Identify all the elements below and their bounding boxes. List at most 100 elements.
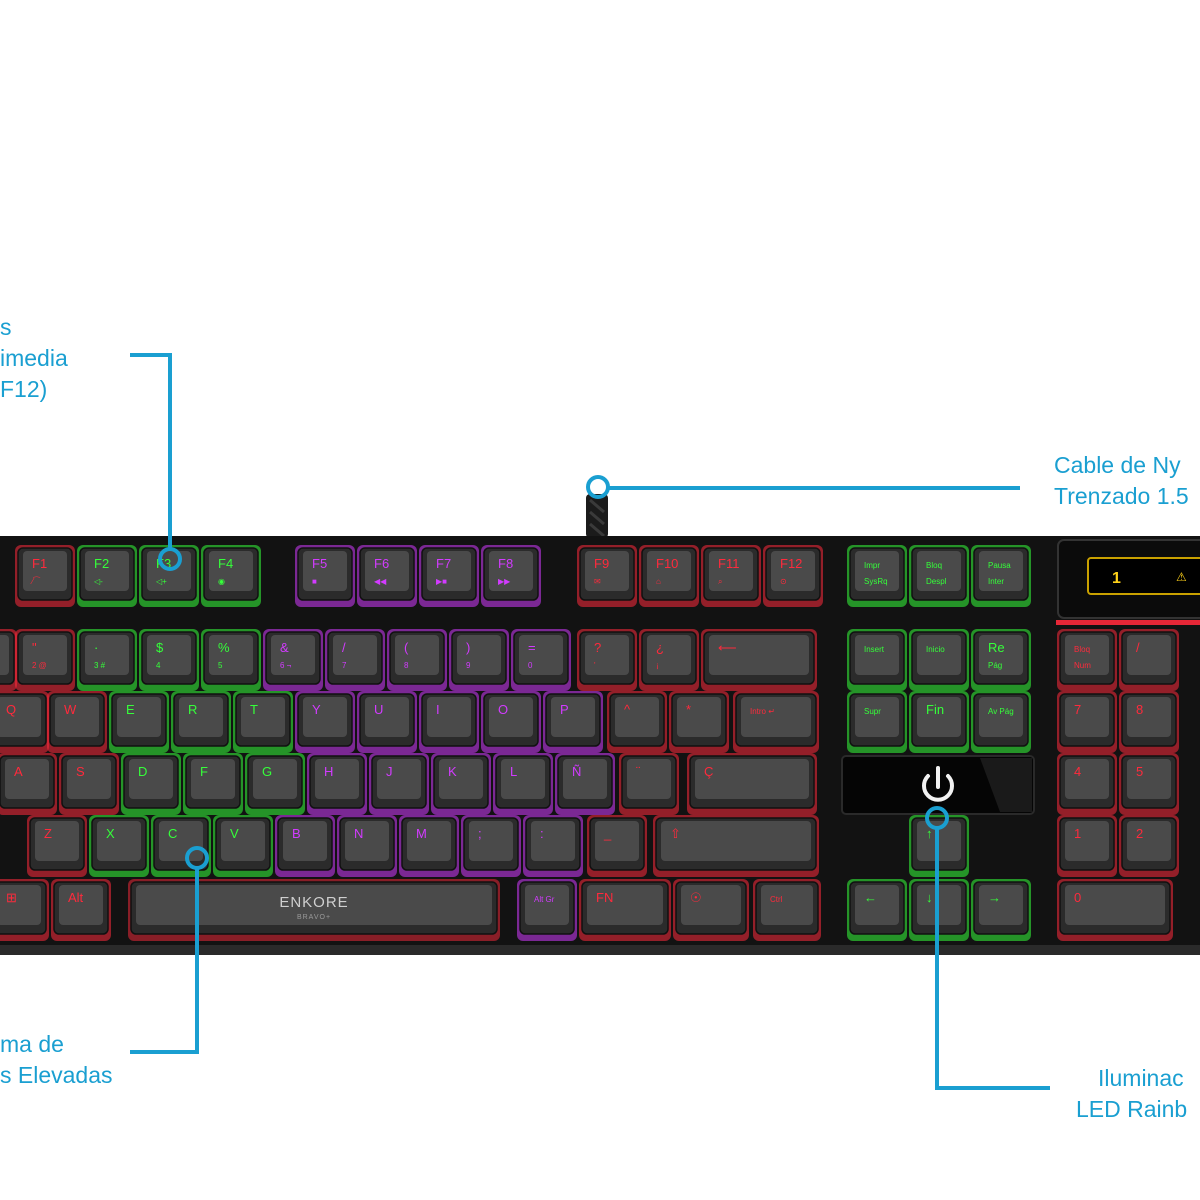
key--[interactable]: ^ [607,691,667,753]
key-f[interactable]: F [183,753,243,815]
key-alt-gr[interactable]: Alt Gr [517,879,577,941]
key--[interactable]: ⇧ [653,815,819,877]
key-0[interactable]: 0 [1057,879,1173,941]
key-h[interactable]: H [307,753,367,815]
key--[interactable]: ?' [577,629,637,691]
key-legend: D [138,764,147,779]
key-e[interactable]: E [109,691,169,753]
key-f4[interactable]: F4◉ [201,545,261,607]
key-ñ[interactable]: Ñ [555,753,615,815]
key-av-p-g[interactable]: Av Pág [971,691,1031,753]
key-f9[interactable]: F9✉ [577,545,637,607]
key-4[interactable]: 4 [1057,753,1117,815]
key--[interactable]: Ç [687,753,817,815]
key-y[interactable]: Y [295,691,355,753]
key-5[interactable]: 5 [1119,753,1179,815]
key-q[interactable]: Q [0,691,49,753]
key-o[interactable]: O [481,691,541,753]
key-intro-[interactable]: Intro ↵ [733,691,819,753]
key--[interactable]: → [971,879,1031,941]
key-spacebar[interactable] [128,879,500,941]
power-icon[interactable] [922,766,954,802]
key-j[interactable]: J [369,753,429,815]
key-p[interactable]: P [543,691,603,753]
key--[interactable]: (8 [387,629,447,691]
key-1[interactable]: 1 [1057,815,1117,877]
key-2[interactable]: 2 [1119,815,1179,877]
key-a[interactable]: A [0,753,57,815]
key-legend: FN [596,890,613,905]
key-f5[interactable]: F5■ [295,545,355,607]
key-sublegend: ¡ [656,661,659,670]
brand-logo: ENKORE [279,894,348,911]
key-alt[interactable]: Alt [51,879,111,941]
key-insert[interactable]: Insert [847,629,907,691]
key-legend: F8 [498,556,513,571]
key--[interactable]: ¨ [619,753,679,815]
key-l[interactable]: L [493,753,553,815]
key-i[interactable]: I [419,691,479,753]
key--[interactable]: _ [587,815,647,877]
key--[interactable]: "2 @ [15,629,75,691]
key-legend: C [168,826,177,841]
key--[interactable]: &6 ¬ [263,629,323,691]
key-k[interactable]: K [431,753,491,815]
key-f11[interactable]: F11⌕ [701,545,761,607]
key-b[interactable]: B [275,815,335,877]
key-legend: 4 [1074,764,1081,779]
key-w[interactable]: W [47,691,107,753]
key-f7[interactable]: F7▶■ [419,545,479,607]
key-legend: F10 [656,556,678,571]
key--[interactable]: ← [847,879,907,941]
key-f1[interactable]: F1⁄⁀ [15,545,75,607]
key-v[interactable]: V [213,815,273,877]
key-legend: Re [988,640,1005,655]
callout-led-line1: Iluminac [1098,1065,1184,1091]
key--[interactable]: ·3 # [77,629,137,691]
key-r[interactable]: R [171,691,231,753]
key-x[interactable]: X [89,815,149,877]
key--[interactable]: ⟵ [701,629,817,691]
key--[interactable]: ¿¡ [639,629,699,691]
key-ctrl[interactable]: Ctrl [753,879,821,941]
key--[interactable]: )9 [449,629,509,691]
key-g[interactable]: G [245,753,305,815]
key-f12[interactable]: F12⊙ [763,545,823,607]
key--[interactable]: : [523,815,583,877]
key-8[interactable]: 8 [1119,691,1179,753]
key--[interactable]: ☉ [673,879,749,941]
key--[interactable]: / [1119,629,1179,691]
key--[interactable]: * [669,691,729,753]
key-t[interactable]: T [233,691,293,753]
key-fn[interactable]: FN [579,879,671,941]
key-inicio[interactable]: Inicio [909,629,969,691]
key-n[interactable]: N [337,815,397,877]
key-supr[interactable]: Supr [847,691,907,753]
key-f10[interactable]: F10⌂ [639,545,699,607]
key-z[interactable]: Z [27,815,87,877]
key-u[interactable]: U [357,691,417,753]
key-legend: G [262,764,272,779]
key--[interactable]: !1 | [0,629,17,691]
key--[interactable]: $4 [139,629,199,691]
key-f2[interactable]: F2◁- [77,545,137,607]
key-f6[interactable]: F6◀◀ [357,545,417,607]
key-s[interactable]: S [59,753,119,815]
key--[interactable]: ⊞ [0,879,49,941]
key-d[interactable]: D [121,753,181,815]
key--[interactable]: =0 [511,629,571,691]
key-7[interactable]: 7 [1057,691,1117,753]
callout-multimedia-line3: F12) [0,376,48,402]
key-fin[interactable]: Fin [909,691,969,753]
key-m[interactable]: M [399,815,459,877]
key-f8[interactable]: F8▶▶ [481,545,541,607]
key-legend: 1 [1074,826,1081,841]
key--[interactable]: %5 [201,629,261,691]
key--[interactable]: /7 [325,629,385,691]
key--[interactable]: ; [461,815,521,877]
